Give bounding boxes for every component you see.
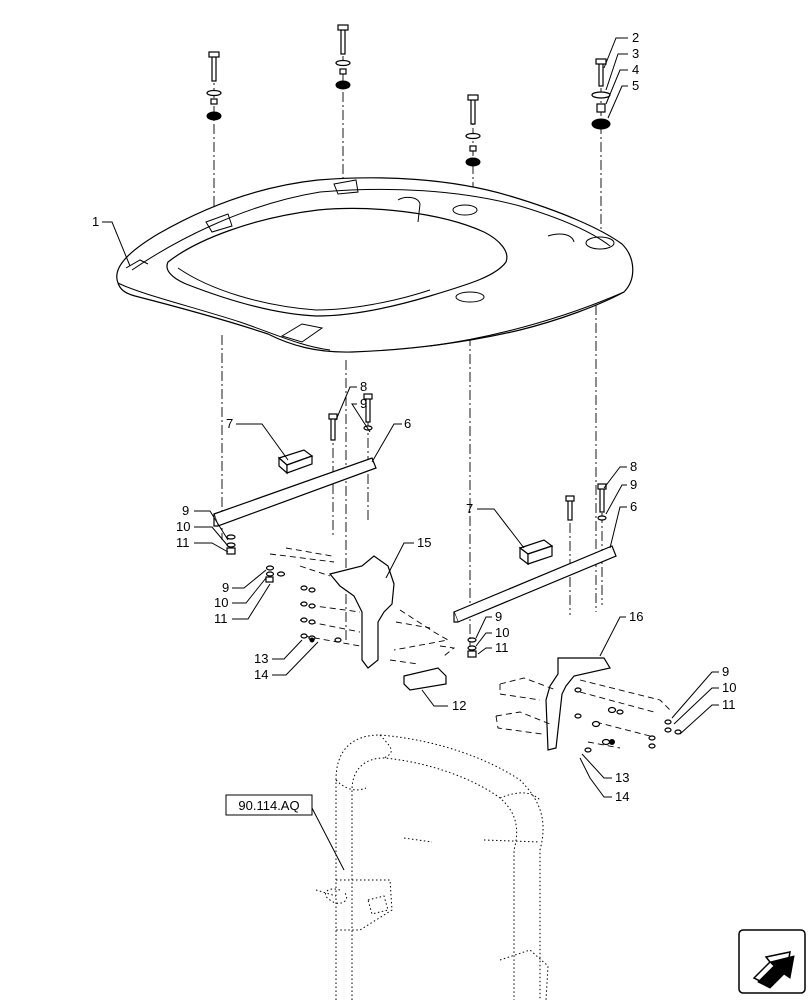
right-pad <box>518 539 554 566</box>
callout-13-left: 13 <box>254 651 268 666</box>
left-hidden-hardware <box>269 547 456 665</box>
callout-numbers: 1 2 3 4 5 7 8 9 6 9 10 11 9 10 11 15 13 … <box>92 30 736 804</box>
fastener-stack-3 <box>465 94 481 167</box>
callout-10-right-bar: 10 <box>495 625 509 640</box>
callout-6-left: 6 <box>404 416 411 431</box>
rops-frame-reference <box>315 734 549 1000</box>
left-pad <box>277 449 314 475</box>
callout-11-left-bracket: 11 <box>214 611 228 626</box>
callout-9-left-top: 9 <box>360 396 367 411</box>
left-bracket-15 <box>328 555 395 669</box>
callout-16: 16 <box>629 609 643 624</box>
callout-8-left: 8 <box>360 379 367 394</box>
reference-label-box[interactable]: 90.114.AQ <box>225 794 313 816</box>
callout-1: 1 <box>92 214 99 229</box>
callout-13-right: 13 <box>615 770 629 785</box>
reference-label[interactable]: 90.114.AQ <box>238 798 299 813</box>
callout-9-right-bar: 9 <box>495 609 502 624</box>
callout-4: 4 <box>632 62 639 77</box>
next-page-arrow-icon[interactable] <box>738 929 806 994</box>
callout-9-left-bar: 9 <box>182 503 189 518</box>
roof-canopy <box>116 177 634 353</box>
callout-7-left: 7 <box>226 416 233 431</box>
callout-2: 2 <box>632 30 639 45</box>
callout-14-right: 14 <box>615 789 629 804</box>
callout-9-right-top: 9 <box>630 477 637 492</box>
callout-11-right-bar: 11 <box>495 640 509 655</box>
right-bar-fasteners <box>565 483 607 521</box>
fastener-stack-1 <box>206 51 222 121</box>
left-bar-nuts <box>226 534 286 583</box>
callout-5: 5 <box>632 78 639 93</box>
callout-8-right: 8 <box>630 459 637 474</box>
callout-12: 12 <box>452 698 466 713</box>
callout-11-left-bar: 11 <box>176 535 190 550</box>
fastener-stack-4 <box>591 58 611 130</box>
callout-3: 3 <box>632 46 639 61</box>
right-bar-nuts <box>467 637 477 658</box>
fastener-stack-2 <box>335 24 351 90</box>
right-bracket-16 <box>545 657 611 751</box>
callout-14-left: 14 <box>254 667 268 682</box>
right-hidden-hardware <box>495 677 682 753</box>
callout-7-right: 7 <box>466 501 473 516</box>
callout-10-right-bracket: 10 <box>722 680 736 695</box>
reference-leader <box>311 807 345 871</box>
callout-6-right: 6 <box>630 499 637 514</box>
callout-15: 15 <box>417 535 431 550</box>
callout-10-left-bar: 10 <box>176 519 190 534</box>
callout-10-left-bracket: 10 <box>214 595 228 610</box>
leader-lines <box>102 37 719 798</box>
callout-11-right-bracket: 11 <box>722 697 736 712</box>
callout-9-right-bracket: 9 <box>722 664 729 679</box>
left-strap-12 <box>403 667 447 691</box>
callout-9-left-bracket: 9 <box>222 580 229 595</box>
right-bar <box>453 545 617 623</box>
